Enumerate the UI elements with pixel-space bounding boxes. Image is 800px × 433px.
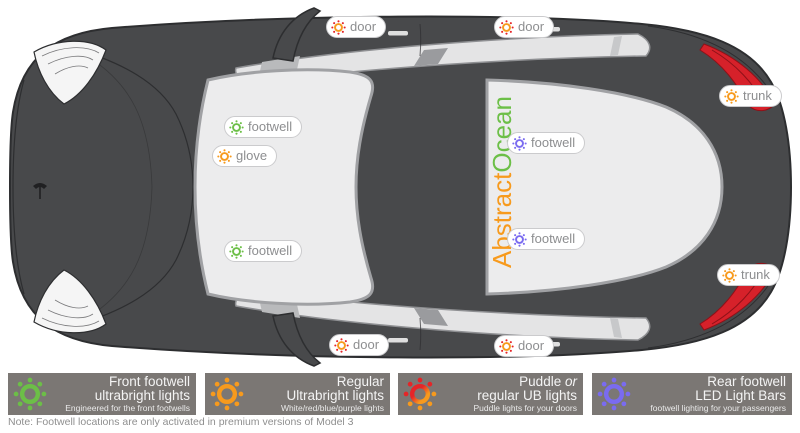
- pill-label: trunk: [743, 88, 772, 103]
- side-mirror-top: [272, 7, 322, 62]
- legend-sub: White/red/blue/purple lights: [280, 403, 384, 413]
- brand-watermark-part1: Abstract: [487, 172, 517, 268]
- label-footwell-rear-bottom[interactable]: footwell: [507, 228, 586, 250]
- legend-line2: ultrabright lights: [94, 388, 190, 403]
- legend-front-footwell-text: Front footwell ultrabright lights Engine…: [47, 374, 196, 414]
- pill-label: door: [353, 337, 380, 352]
- pill-label: door: [518, 338, 545, 353]
- legend-line2: regular UB lights: [477, 388, 577, 403]
- legend-line2: Ultrabright lights: [286, 388, 384, 403]
- legend-line1: Front footwell: [108, 374, 190, 389]
- green-sun-icon: [229, 119, 244, 135]
- orange-sun-icon: [724, 88, 739, 104]
- legend-line1: Puddle: [519, 374, 562, 389]
- headlight-right: [33, 269, 107, 334]
- side-mirror-bottom: [272, 312, 322, 367]
- windshield-glass: [193, 68, 375, 306]
- legend-sub: footwell lighting for your passengers: [650, 403, 786, 413]
- orange-sun-icon: [217, 148, 232, 164]
- legend-sub: Engineered for the front footwells: [65, 403, 190, 413]
- pill-label: glove: [236, 148, 268, 163]
- orange-sun-icon: [722, 267, 737, 283]
- legend-rear-footwell: Rear footwell LED Light Bars footwell li…: [592, 373, 792, 415]
- label-footwell-front-top[interactable]: footwell: [224, 116, 303, 138]
- green-sun-icon: [13, 377, 47, 411]
- purple-sun-icon: [512, 135, 527, 151]
- label-footwell-front-bottom[interactable]: footwell: [224, 240, 303, 262]
- tesla-logo: [33, 183, 47, 199]
- red-orange-sun-icon: [403, 377, 437, 411]
- legend-line1: Rear footwell: [707, 374, 786, 389]
- headlight-left: [33, 40, 107, 105]
- car-top-view-illustration: [9, 7, 793, 367]
- puddle-sun-icon: [334, 337, 349, 353]
- legend-regular-ultrabright-text: Regular Ultrabright lights White/red/blu…: [244, 374, 390, 414]
- footnote: Note: Footwell locations are only activa…: [8, 416, 354, 428]
- puddle-sun-icon: [499, 338, 514, 354]
- legend-front-footwell: Front footwell ultrabright lights Engine…: [8, 373, 196, 415]
- green-sun-icon: [229, 243, 244, 259]
- label-trunk-bottom[interactable]: trunk: [717, 264, 780, 286]
- orange-sun-icon: [210, 377, 244, 411]
- purple-sun-icon: [512, 231, 527, 247]
- pill-label: door: [518, 19, 545, 34]
- label-door-front-top[interactable]: door: [326, 16, 387, 38]
- legend-line1-em: or: [564, 374, 577, 389]
- label-footwell-rear-top[interactable]: footwell: [507, 132, 586, 154]
- pill-label: footwell: [248, 243, 293, 258]
- label-door-rear-bottom[interactable]: door: [494, 335, 555, 357]
- label-glove[interactable]: glove: [212, 145, 278, 167]
- legend-rear-footwell-text: Rear footwell LED Light Bars footwell li…: [631, 374, 792, 414]
- label-door-front-bottom[interactable]: door: [329, 334, 390, 356]
- pill-label: footwell: [248, 119, 293, 134]
- puddle-sun-icon: [331, 19, 346, 35]
- legend-regular-ultrabright: Regular Ultrabright lights White/red/blu…: [205, 373, 390, 415]
- hood-seam: [65, 45, 194, 329]
- purple-sun-icon: [597, 377, 631, 411]
- puddle-sun-icon: [499, 19, 514, 35]
- legend-sub: Puddle lights for your doors: [473, 403, 577, 413]
- label-trunk-top[interactable]: trunk: [719, 85, 782, 107]
- pill-label: trunk: [741, 267, 770, 282]
- legend-line2: LED Light Bars: [695, 388, 786, 403]
- label-door-rear-top[interactable]: door: [494, 16, 555, 38]
- legend-puddle: Puddle or regular UB lights Puddle light…: [398, 373, 583, 415]
- pill-label: door: [350, 19, 377, 34]
- legend-puddle-text: Puddle or regular UB lights Puddle light…: [437, 374, 583, 414]
- legend-line1: Regular: [336, 374, 384, 389]
- pill-label: footwell: [531, 231, 576, 246]
- pill-label: footwell: [531, 135, 576, 150]
